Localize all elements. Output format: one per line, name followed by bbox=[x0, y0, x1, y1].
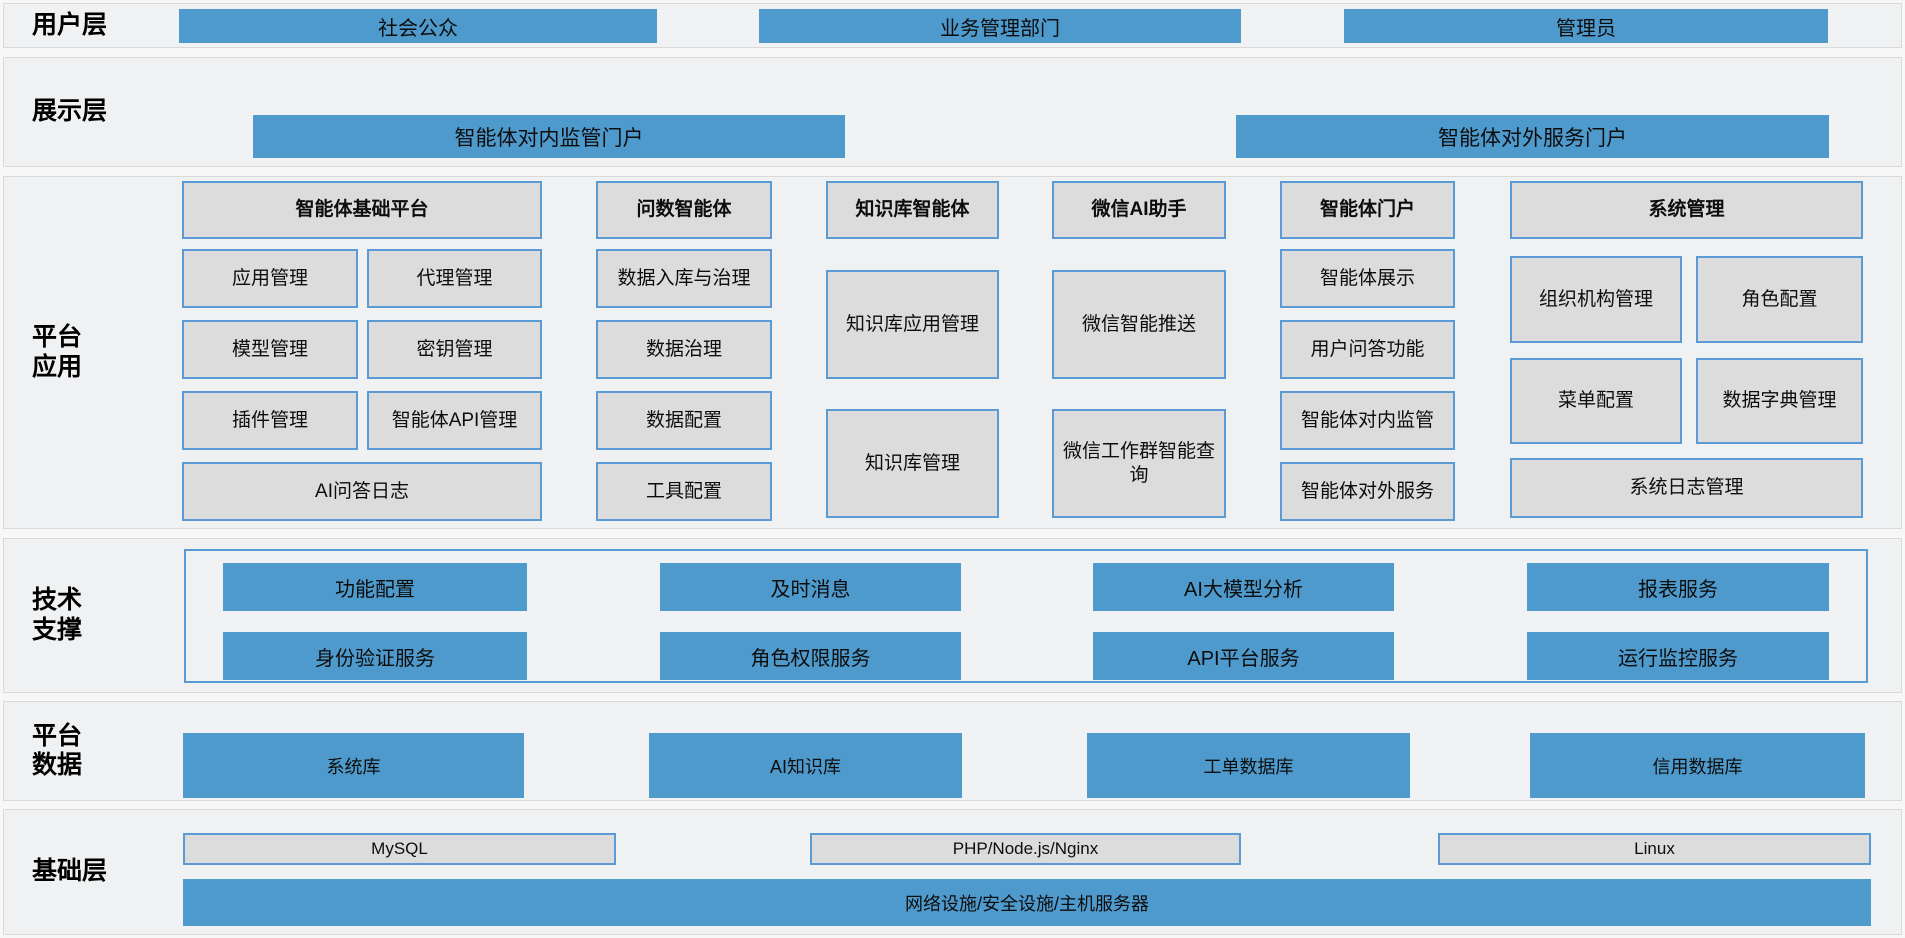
platform-data-band: 平台 数据 系统库 AI知识库 工单数据库 信用数据库 bbox=[3, 701, 1902, 801]
node-tool-config: 工具配置 bbox=[596, 462, 772, 521]
node-func-config: 功能配置 bbox=[223, 563, 527, 611]
node-monitor-service: 运行监控服务 bbox=[1527, 632, 1829, 680]
node-wechat-group-query: 微信工作群智能查询 bbox=[1052, 409, 1226, 518]
tech-support-frame bbox=[184, 549, 1868, 683]
node-user-qa: 用户问答功能 bbox=[1280, 320, 1455, 379]
header-wechat-ai: 微信AI助手 bbox=[1052, 181, 1226, 239]
user-layer-label: 用户层 bbox=[32, 10, 108, 39]
header-agent-platform: 智能体基础平台 bbox=[182, 181, 542, 239]
node-agent-display: 智能体展示 bbox=[1280, 249, 1455, 308]
tech-support-label: 技术 支撑 bbox=[32, 586, 83, 644]
node-menu-config: 菜单配置 bbox=[1510, 358, 1682, 444]
node-system-db: 系统库 bbox=[183, 733, 524, 798]
node-dict-mgmt: 数据字典管理 bbox=[1696, 358, 1863, 444]
node-agent-api-mgmt: 智能体API管理 bbox=[367, 391, 542, 450]
node-ai-llm-analysis: AI大模型分析 bbox=[1093, 563, 1394, 611]
display-layer-label: 展示层 bbox=[32, 97, 108, 126]
node-key-mgmt: 密钥管理 bbox=[367, 320, 542, 379]
node-wechat-push: 微信智能推送 bbox=[1052, 270, 1226, 379]
node-data-ingest: 数据入库与治理 bbox=[596, 249, 772, 308]
platform-app-label: 平台 应用 bbox=[32, 323, 83, 381]
base-layer-label: 基础层 bbox=[32, 857, 108, 886]
tech-support-band: 技术 支撑 功能配置 及时消息 AI大模型分析 报表服务 身份验证服务 角色权限… bbox=[3, 538, 1902, 693]
node-role-config: 角色配置 bbox=[1696, 256, 1863, 343]
header-agent-portal: 智能体门户 bbox=[1280, 181, 1455, 239]
node-public-users: 社会公众 bbox=[179, 9, 657, 43]
node-identity-service: 身份验证服务 bbox=[223, 632, 527, 680]
node-business-dept: 业务管理部门 bbox=[759, 9, 1241, 43]
node-app-mgmt: 应用管理 bbox=[182, 249, 358, 308]
header-data-qa-agent: 问数智能体 bbox=[596, 181, 772, 239]
node-credit-db: 信用数据库 bbox=[1530, 733, 1865, 798]
base-layer-band: 基础层 MySQL PHP/Node.js/Nginx Linux 网络设施/安… bbox=[3, 809, 1902, 935]
node-infra-bar: 网络设施/安全设施/主机服务器 bbox=[183, 879, 1871, 926]
node-api-platform-service: API平台服务 bbox=[1093, 632, 1394, 680]
node-syslog-mgmt: 系统日志管理 bbox=[1510, 458, 1863, 518]
node-data-config: 数据配置 bbox=[596, 391, 772, 450]
node-external-portal: 智能体对外服务门户 bbox=[1236, 115, 1829, 158]
node-php-stack: PHP/Node.js/Nginx bbox=[810, 833, 1241, 865]
node-agent-external-service: 智能体对外服务 bbox=[1280, 462, 1455, 521]
platform-data-label: 平台 数据 bbox=[32, 721, 83, 780]
node-plugin-mgmt: 插件管理 bbox=[182, 391, 358, 450]
node-ticket-db: 工单数据库 bbox=[1087, 733, 1410, 798]
node-kb-mgmt: 知识库管理 bbox=[826, 409, 999, 518]
user-layer-band: 用户层 社会公众 业务管理部门 管理员 bbox=[3, 3, 1902, 48]
display-layer-band: 展示层 智能体对内监管门户 智能体对外服务门户 bbox=[3, 57, 1902, 167]
header-kb-agent: 知识库智能体 bbox=[826, 181, 999, 239]
node-model-mgmt: 模型管理 bbox=[182, 320, 358, 379]
node-report-service: 报表服务 bbox=[1527, 563, 1829, 611]
node-kb-app-mgmt: 知识库应用管理 bbox=[826, 270, 999, 379]
node-ai-kb: AI知识库 bbox=[649, 733, 962, 798]
header-system-mgmt: 系统管理 bbox=[1510, 181, 1863, 239]
node-instant-msg: 及时消息 bbox=[660, 563, 961, 611]
node-org-mgmt: 组织机构管理 bbox=[1510, 256, 1682, 343]
node-admin: 管理员 bbox=[1344, 9, 1828, 43]
platform-app-band: 平台 应用 智能体基础平台 应用管理 代理管理 模型管理 密钥管理 插件管理 智… bbox=[3, 176, 1902, 529]
node-proxy-mgmt: 代理管理 bbox=[367, 249, 542, 308]
node-ai-qa-log: AI问答日志 bbox=[182, 462, 542, 521]
node-mysql: MySQL bbox=[183, 833, 616, 865]
node-linux: Linux bbox=[1438, 833, 1871, 865]
node-data-governance: 数据治理 bbox=[596, 320, 772, 379]
node-role-perm-service: 角色权限服务 bbox=[660, 632, 961, 680]
node-internal-portal: 智能体对内监管门户 bbox=[253, 115, 845, 158]
node-agent-internal-monitor: 智能体对内监管 bbox=[1280, 391, 1455, 450]
